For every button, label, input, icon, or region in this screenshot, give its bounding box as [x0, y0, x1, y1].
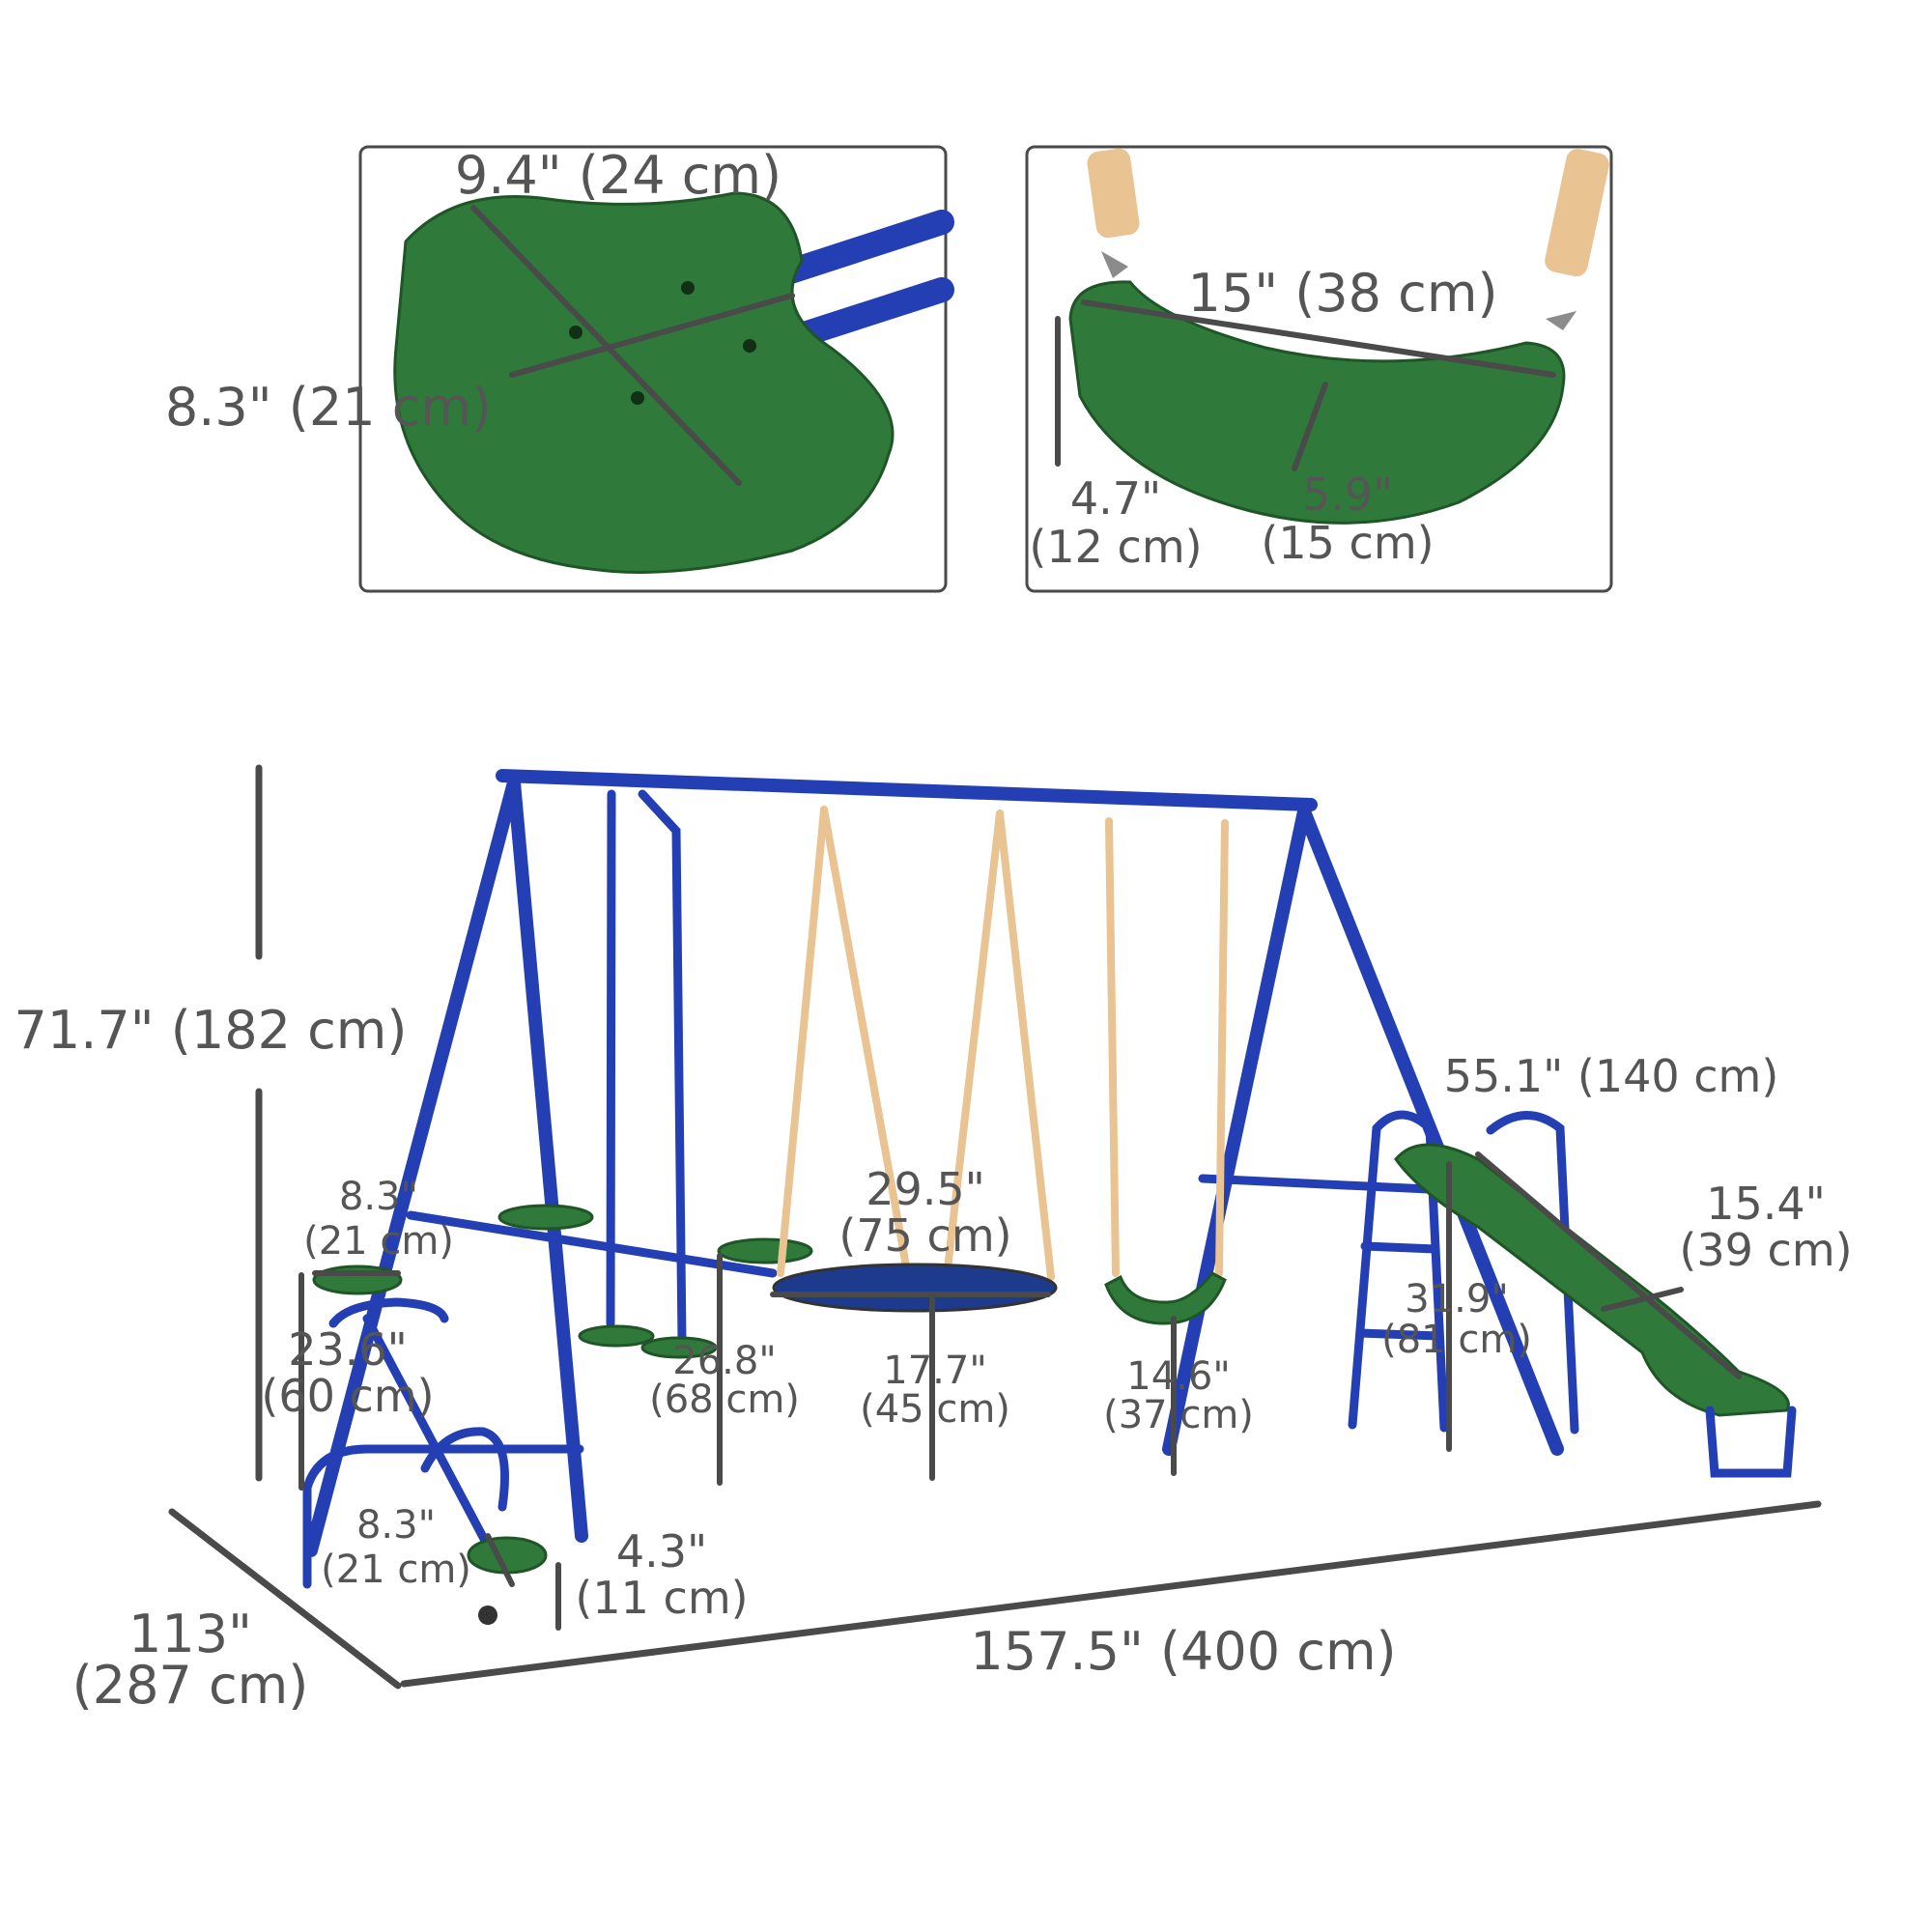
glider-arm — [638, 789, 687, 1346]
slide-width-cm-label: (39 cm) — [1679, 1224, 1852, 1276]
nest-width-in-label: 29.5" — [866, 1163, 985, 1215]
seesaw-handle — [420, 1427, 509, 1512]
seesaw-seat-bottom — [467, 1536, 548, 1575]
seesaw-frame — [302, 1444, 584, 1492]
glider — [406, 789, 813, 1359]
swing-height-in-label: 14.6" — [1126, 1354, 1230, 1399]
leg-clearance-in-label: 4.3" — [616, 1525, 707, 1577]
seesaw-arm — [362, 1314, 497, 1560]
glider-seat — [717, 1237, 813, 1264]
swing-seat-detail-panel: 15" (38 cm) 4.7" (12 cm) 5.9" (15 cm) — [1025, 145, 1613, 593]
right-front-leg — [1162, 805, 1311, 1456]
seesaw-top-width-cm-label: (21 cm) — [303, 1219, 454, 1264]
depth-dimension-line — [168, 1508, 402, 1690]
swing-seat-depth-cm-label: (15 cm) — [1261, 517, 1434, 569]
swing-set-illustration: 71.7" (182 cm) 157.5" (400 cm) 113" (287… — [14, 764, 1853, 1716]
total-length-label: 157.5" (400 cm) — [970, 1621, 1396, 1682]
seesaw-height-cm-label: (60 cm) — [261, 1370, 434, 1422]
swing-seat-depth-in-label: 5.9" — [1302, 469, 1393, 521]
glider-height-cm-label: (68 cm) — [649, 1378, 800, 1422]
slide-foot — [1705, 1406, 1797, 1478]
seesaw-bottom-width-dim-line — [485, 1533, 515, 1587]
bolt-hole — [681, 281, 695, 295]
swing-seat-width-dim-line — [1081, 299, 1556, 378]
total-depth-in-label: 113" — [128, 1604, 252, 1664]
total-depth-cm-label: (287 cm) — [72, 1655, 309, 1716]
seesaw-wheel — [478, 1605, 497, 1625]
slide-length-dim-line — [1475, 1151, 1742, 1379]
swing-seat-height-in-label: 4.7" — [1070, 472, 1161, 525]
bolt-hole — [631, 391, 644, 405]
slide — [1348, 1110, 1797, 1478]
left-back-leg — [507, 776, 588, 1543]
left-front-leg — [304, 776, 521, 1557]
right-crossbar — [1198, 1174, 1454, 1195]
seesaw-height-in-label: 23.6" — [288, 1323, 408, 1376]
seesaw-top-width-in-label: 8.3" — [339, 1175, 418, 1219]
seesaw-bar — [780, 277, 954, 351]
glider-height-in-label: 26.8" — [672, 1339, 776, 1383]
bolt-hole — [569, 326, 582, 339]
ladder-rung — [1360, 1241, 1440, 1254]
seesaw-bottom-width-cm-label: (21 cm) — [321, 1548, 471, 1592]
slide-height-in-label: 31.9" — [1405, 1277, 1508, 1321]
nest-rope — [820, 806, 912, 1281]
nest-rope — [996, 810, 1055, 1281]
swing-seat-width-label: 15" (38 cm) — [1187, 263, 1497, 324]
glider-footbar — [406, 1210, 778, 1278]
nest-width-cm-label: (75 cm) — [838, 1209, 1011, 1262]
slide-handrail — [1486, 1111, 1579, 1435]
slide-ladder — [1348, 1110, 1449, 1433]
nest-rope — [777, 806, 828, 1277]
total-height-label: 71.7" (182 cm) — [14, 1000, 408, 1061]
nest-height-in-label: 17.7" — [883, 1349, 986, 1393]
slide-width-dim-line — [1601, 1287, 1684, 1312]
leg-clearance-cm-label: (11 cm) — [575, 1572, 748, 1624]
seesaw-seat-width-label: 9.4" (24 cm) — [455, 145, 781, 206]
seesaw-seat-depth-label: 8.3" (21 cm) — [165, 377, 492, 438]
slide-chute — [1394, 1143, 1790, 1417]
bolt-hole — [743, 339, 756, 353]
swing-seat — [1104, 1271, 1227, 1325]
glider-seat — [497, 1204, 594, 1231]
nest-swing — [772, 806, 1058, 1313]
belt-swing — [1104, 817, 1229, 1325]
swing-seat-depth-dim-line — [1292, 382, 1328, 471]
seat-depth-dim-line — [509, 293, 795, 378]
left-chain-hook — [1101, 251, 1128, 278]
nest-rope — [943, 810, 1004, 1281]
glider-footrest — [640, 1336, 718, 1359]
top-beam — [496, 769, 1318, 811]
seesaw-bottom-width-in-label: 8.3" — [356, 1503, 436, 1548]
right-strap — [1545, 149, 1609, 277]
slide-height-cm-label: (81 cm) — [1381, 1318, 1532, 1362]
ladder-rung — [1355, 1328, 1444, 1341]
seesaw-seat-detail-panel: 9.4" (24 cm) 8.3" (21 cm) — [165, 145, 954, 593]
slide-length-label: 55.1" (140 cm) — [1444, 1050, 1779, 1102]
right-chain-hook — [1546, 311, 1577, 330]
nest-seat — [772, 1263, 1058, 1313]
seesaw-handle — [328, 1297, 449, 1328]
swing-rope — [1105, 817, 1120, 1277]
swing-height-cm-label: (37 cm) — [1103, 1393, 1254, 1437]
nest-height-cm-label: (45 cm) — [860, 1387, 1010, 1432]
swing-seat-height-cm-label: (12 cm) — [1029, 521, 1202, 573]
glider-footrest — [578, 1324, 655, 1348]
slide-width-in-label: 15.4" — [1706, 1178, 1826, 1230]
swing-rope — [1215, 819, 1229, 1277]
left-strap — [1087, 148, 1140, 239]
length-dimension-line — [400, 1500, 1822, 1688]
